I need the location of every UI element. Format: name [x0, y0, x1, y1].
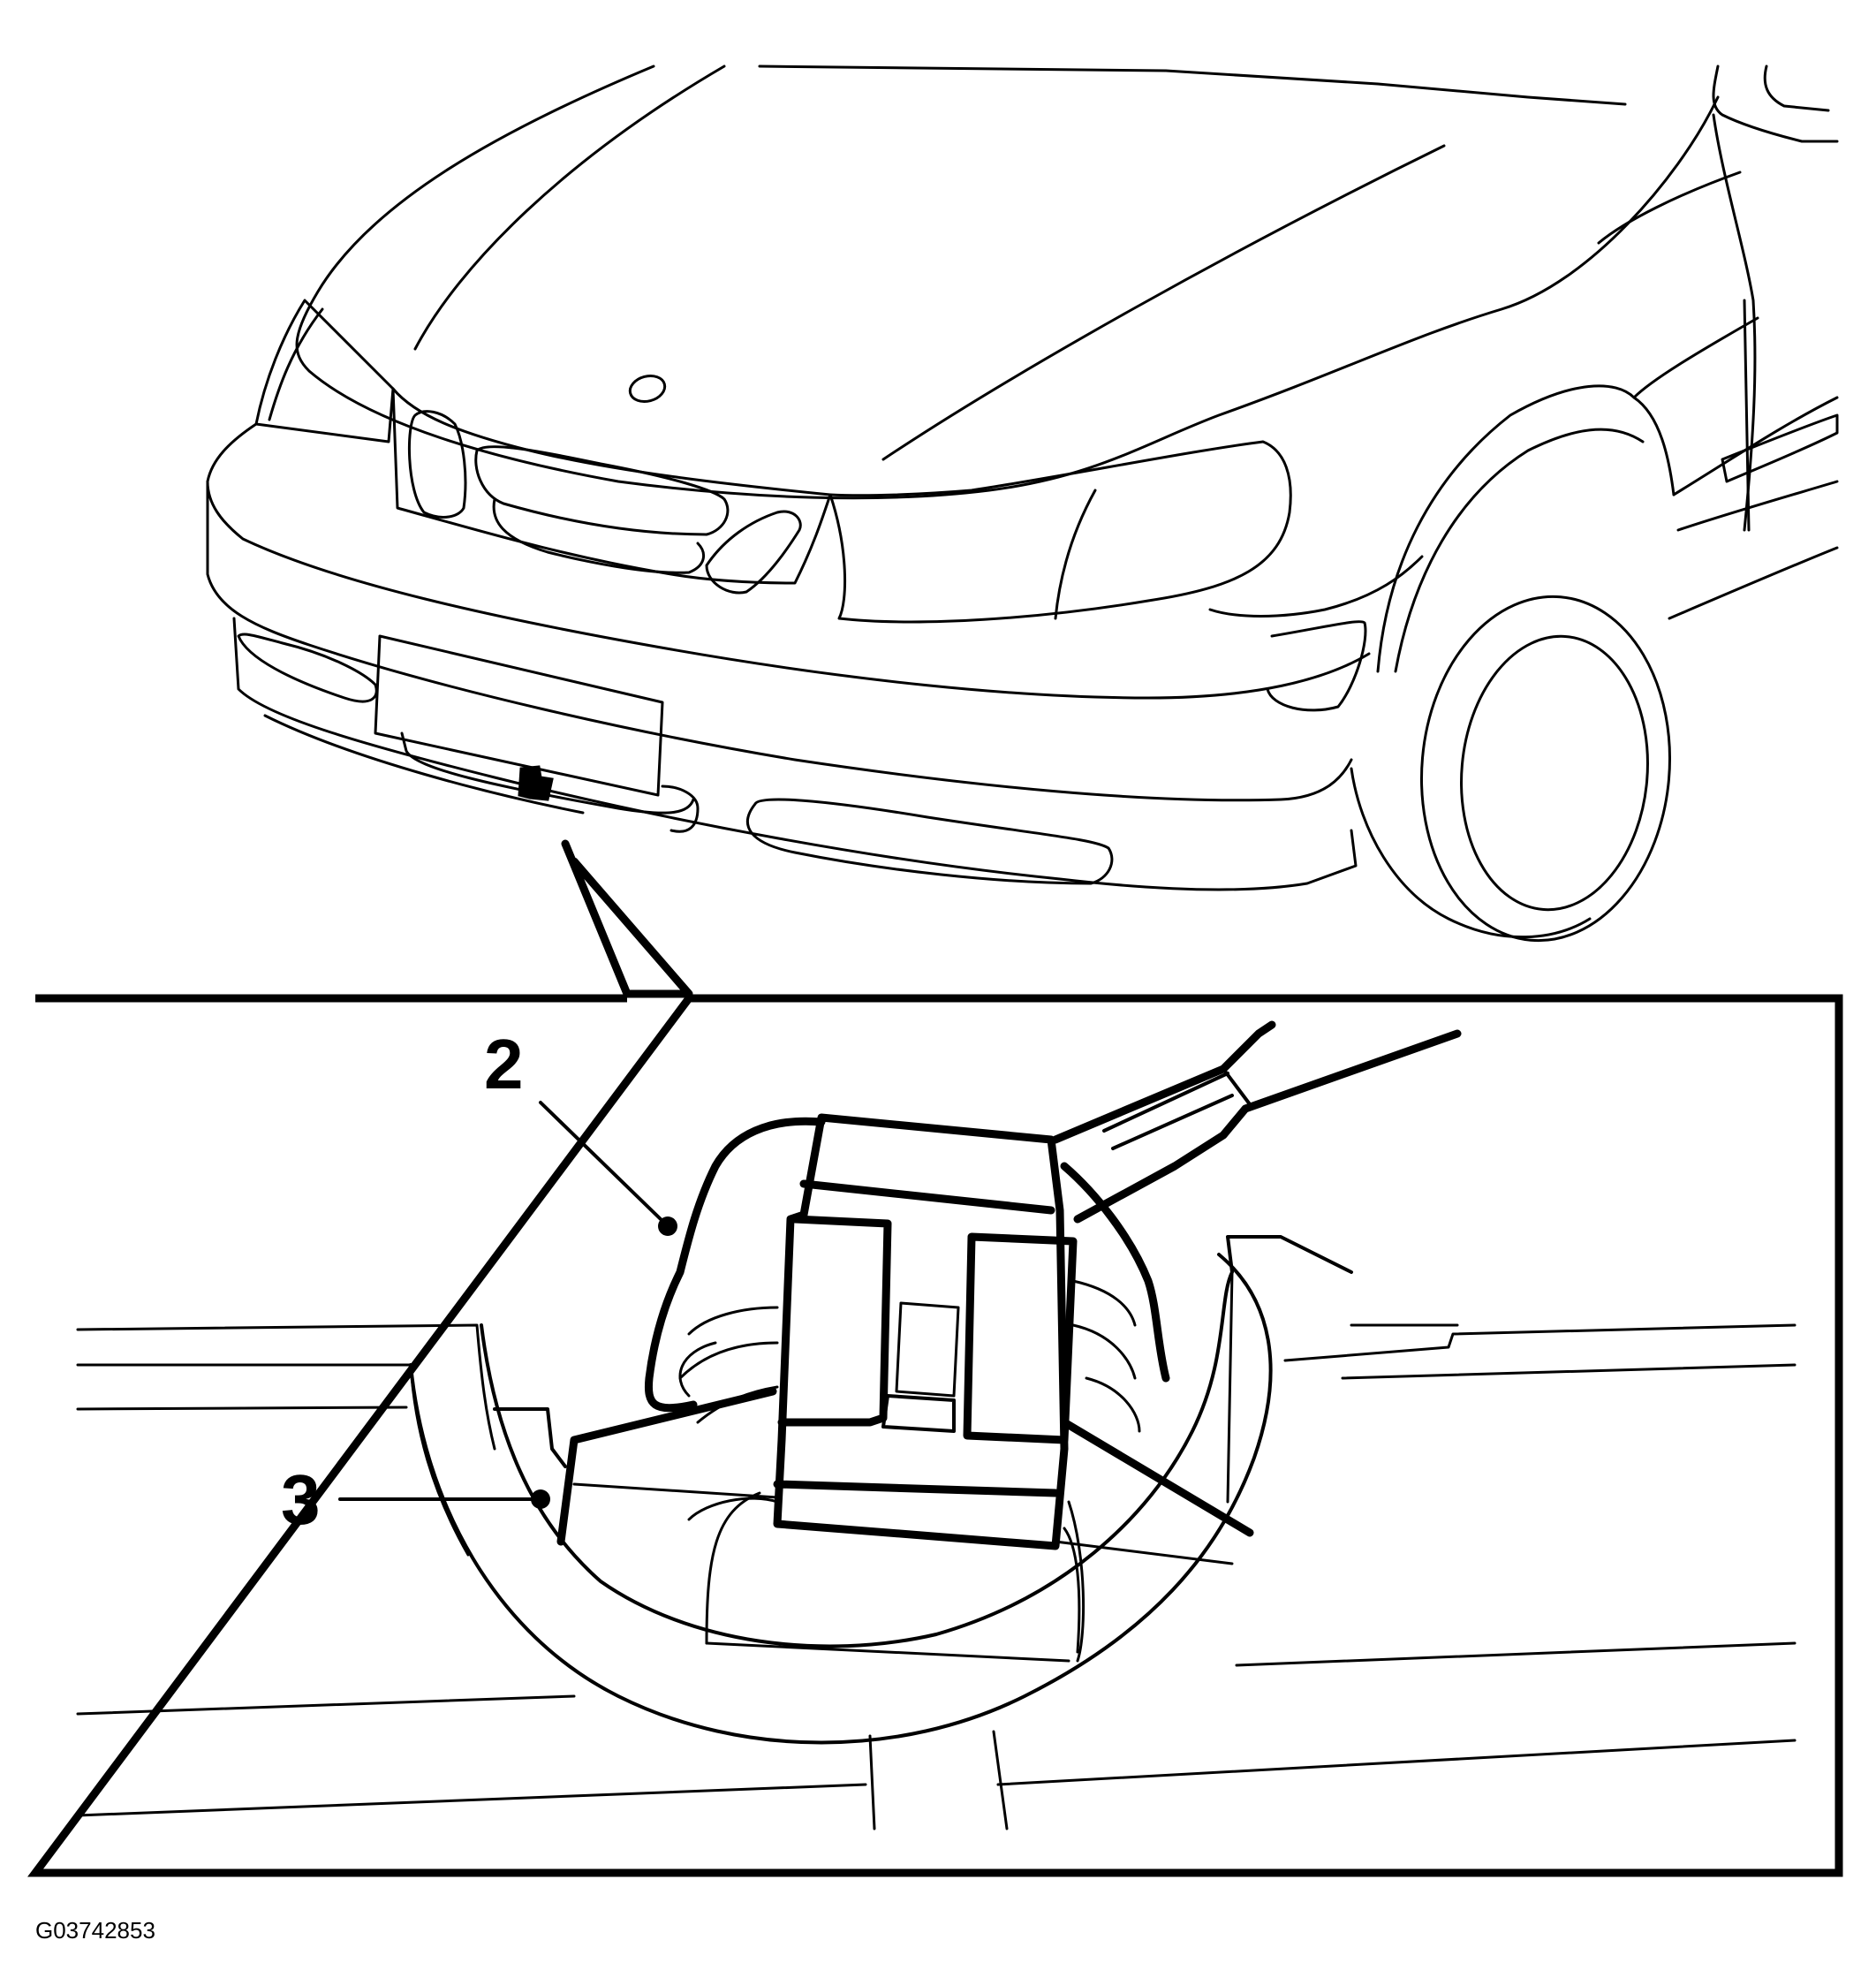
grille-outer: [391, 387, 832, 585]
callout-2: 2: [484, 1025, 677, 1236]
bumper-slot-left: [237, 633, 378, 703]
connector-window: [895, 1301, 960, 1398]
wire-1: [1051, 1020, 1276, 1144]
wheel-arch-lower: [1350, 767, 1592, 939]
beam-line-lower-left: [76, 1694, 576, 1716]
callout-2-dot: [658, 1216, 677, 1236]
sensor-marker: [518, 765, 554, 801]
beam-line-lower-right-2: [996, 1739, 1797, 1786]
fender-top: [1712, 113, 1757, 532]
beam-line-lower-right: [1235, 1641, 1797, 1667]
headlight-left-inner: [268, 307, 324, 421]
beam-line-lower-left-2: [76, 1783, 867, 1817]
a-pillar: [1712, 64, 1839, 143]
hood-crease-right: [881, 144, 1446, 461]
callout-3: 3: [281, 1460, 550, 1539]
bumper-chin: [263, 714, 585, 815]
hood-crease-left: [413, 64, 726, 351]
wheel-arch: [1376, 384, 1676, 673]
bracket-ring-outer: [409, 1253, 1273, 1745]
wheel-rim: [1460, 634, 1649, 912]
hood-outline: [295, 64, 1720, 500]
connector-bottom-band: [773, 1480, 1060, 1497]
bumper-lower-lip: [232, 617, 1358, 891]
bracket-tab: [1226, 1270, 1234, 1504]
wheel-arch-inner: [1394, 428, 1645, 673]
wheel-tire: [1420, 595, 1671, 943]
headlight-right-lower: [1208, 555, 1424, 618]
rocker-line: [1668, 546, 1839, 620]
wire-2: [1073, 1029, 1462, 1224]
body-side-line-2: [1676, 480, 1839, 532]
callout-3-dot: [531, 1489, 550, 1509]
bracket-plate-surface: [572, 1482, 779, 1645]
bumper-slot-center: [661, 784, 700, 833]
detail-view: [27, 994, 1843, 1877]
grille-slot-3: [492, 497, 706, 574]
harness-loop-left: [644, 1117, 826, 1413]
bracket-plate-right-surface: [1054, 1500, 1234, 1663]
grille-slot-4: [705, 510, 802, 595]
hood-emblem: [628, 375, 667, 403]
clip-arm-right: [1071, 1279, 1141, 1433]
headlight-right-divider: [1054, 489, 1097, 620]
sensor-body: [687, 1497, 1081, 1663]
bumper-top: [206, 422, 1371, 700]
detail-frame: [27, 994, 1843, 1877]
connector-latch-tab: [881, 1394, 956, 1433]
grille-slot-1: [407, 410, 467, 519]
wire-sleeve: [1102, 1067, 1252, 1150]
grille-slot-2: [474, 445, 730, 536]
bracket-stem: [868, 1730, 1009, 1830]
fender-rear-line: [1632, 316, 1759, 399]
bumper-face: [206, 480, 1353, 802]
connector-top-band: [799, 1179, 1055, 1215]
harness-loop-right: [1060, 1162, 1170, 1383]
connector-latch-right: [963, 1232, 1078, 1444]
license-plate-recess: [400, 731, 695, 815]
license-plate: [374, 634, 664, 797]
car-front-view: [206, 64, 1839, 943]
side-marker: [1721, 413, 1839, 483]
beam-line-3: [76, 1406, 408, 1411]
beam-line-2: [76, 1363, 470, 1557]
callout-2-number: 2: [484, 1025, 524, 1103]
bumper-bracket: [493, 1407, 567, 1468]
bracket-plate-right: [1060, 1418, 1254, 1537]
body-side-line-1: [1672, 396, 1839, 496]
windshield-edge: [1763, 64, 1830, 112]
hood-rear-edge: [758, 64, 1627, 106]
detail-pointer: [561, 839, 693, 998]
door-line: [1743, 299, 1751, 532]
bumper-slot-side: [1266, 620, 1367, 712]
headlight-right: [828, 440, 1292, 624]
callout-2-leader: [539, 1101, 664, 1223]
headlight-left: [254, 299, 395, 443]
beam-line-right-1: [1283, 1323, 1797, 1362]
bracket-ring-inner: [480, 1235, 1353, 1648]
beam-line-1: [76, 1323, 496, 1451]
bracket-plate-edge: [556, 1387, 777, 1546]
hood-crease-far: [1597, 171, 1742, 245]
connector-latch-left: [777, 1215, 892, 1427]
bumper-slot-right: [745, 798, 1114, 885]
beam-line-right-3: [1341, 1363, 1797, 1380]
callout-3-number: 3: [281, 1460, 321, 1539]
figure-id: G03742853: [35, 1917, 155, 1944]
clip-arm-left: [678, 1306, 779, 1424]
